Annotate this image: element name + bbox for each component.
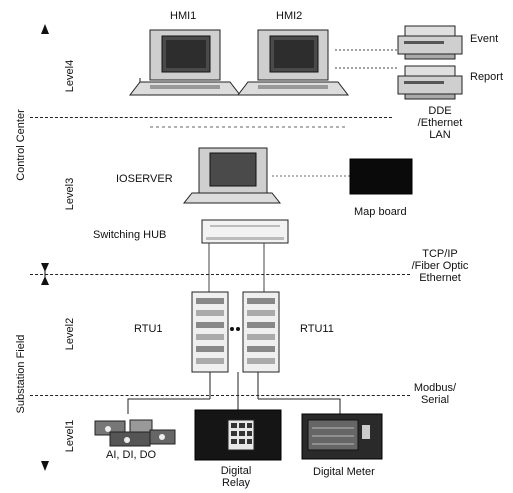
relay-line1: Digital	[220, 465, 252, 477]
level2-label: Level2	[64, 317, 76, 351]
level2-level1-separator	[30, 395, 410, 396]
io-modules-icon	[94, 419, 176, 447]
ioserver-computer-icon	[182, 147, 282, 204]
level3-label: Level3	[64, 177, 76, 211]
tcp-line1: TCP/IP	[422, 248, 458, 260]
digital-relay-label: Digital Relay	[211, 465, 261, 489]
tcp-line3: Ethernet	[419, 272, 461, 284]
ioserver-label: IOSERVER	[116, 173, 173, 185]
rtu-ellipsis-dot-1	[230, 327, 234, 331]
field-bus-lines	[127, 372, 341, 414]
digital-relay-icon	[194, 409, 282, 461]
switching-hub-label: Switching HUB	[93, 229, 167, 241]
dde-ethernet-lan-label: DDE /Ethernet LAN	[405, 105, 475, 141]
digital-meter-icon	[301, 413, 383, 460]
dde-line2: /Ethernet	[417, 117, 463, 129]
tcp-ip-fiber-label: TCP/IP /Fiber Optic Ethernet	[405, 248, 475, 284]
event-printer-label: Event	[470, 33, 499, 45]
rtu11-cabinet-icon	[242, 291, 280, 373]
level4-label: Level4	[64, 59, 76, 93]
rtu1-label: RTU1	[134, 323, 163, 335]
level4-level3-separator	[30, 117, 392, 118]
rtu-ellipsis-dot-2	[236, 327, 240, 331]
up-arrow-top-icon	[41, 24, 49, 34]
modbus-line1: Modbus/	[413, 382, 457, 394]
dde-line1: DDE	[428, 105, 452, 117]
control-center-axis-arrows	[41, 24, 49, 471]
hmi2-computer-icon	[236, 29, 350, 96]
substation-field-label: Substation Field	[15, 334, 27, 414]
tcp-line2: /Fiber Optic	[411, 260, 469, 272]
map-board-panel	[349, 158, 413, 195]
hmi1-label: HMI1	[170, 10, 197, 22]
digital-meter-label: Digital Meter	[313, 466, 375, 478]
relay-line2: Relay	[221, 477, 251, 489]
modbus-serial-label: Modbus/ Serial	[405, 382, 465, 406]
rtu1-cabinet-icon	[191, 291, 229, 373]
report-printer-icon	[397, 65, 463, 100]
hmi1-computer-icon	[128, 29, 242, 96]
switching-hub-icon	[201, 219, 289, 244]
level1-label: Level1	[64, 419, 76, 453]
report-printer-label: Report	[470, 71, 504, 83]
modbus-line2: Serial	[420, 394, 450, 406]
down-arrow-bottom-icon	[41, 461, 49, 471]
rtu11-label: RTU11	[300, 323, 334, 335]
hmi2-label: HMI2	[276, 10, 303, 22]
io-modules-label: AI, DI, DO	[106, 449, 157, 461]
dde-line3: LAN	[429, 129, 451, 141]
control-center-label: Control Center	[15, 109, 27, 181]
event-printer-icon	[397, 25, 463, 60]
level3-level2-separator	[30, 274, 410, 275]
map-board-label: Map board	[354, 206, 407, 218]
